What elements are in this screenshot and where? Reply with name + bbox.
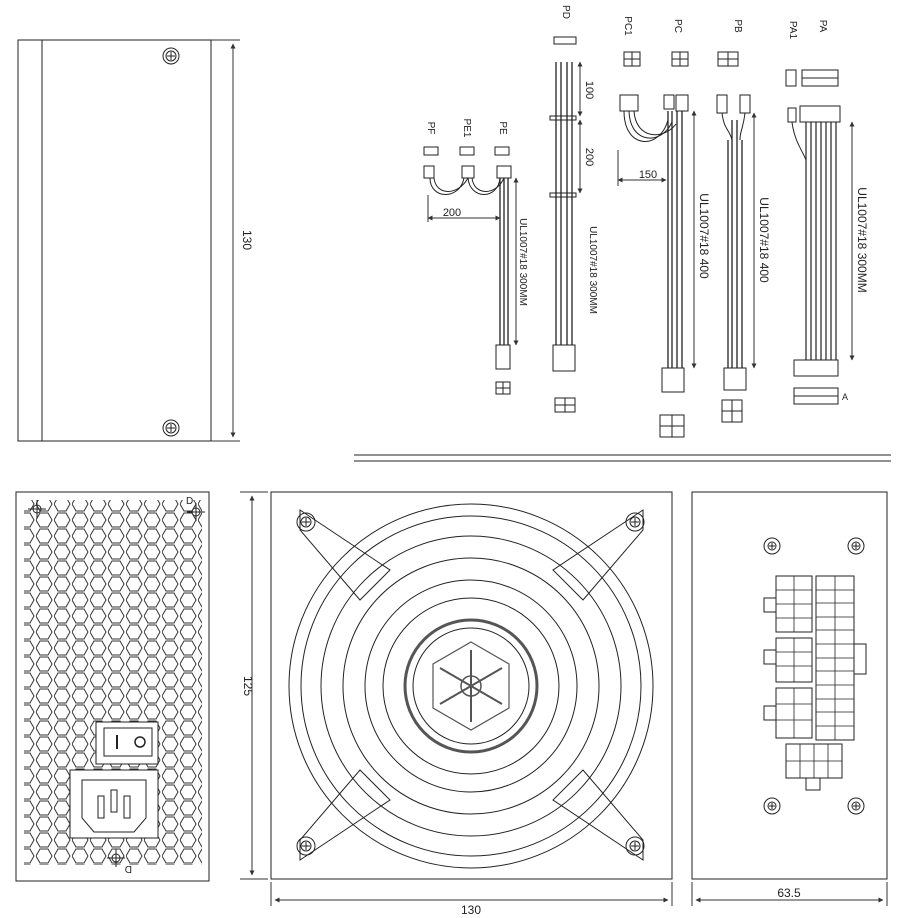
- fan-guard-arm: [552, 509, 644, 601]
- connector-icon: [423, 165, 435, 179]
- pc-wire-spec: UL1007#18 400: [697, 193, 711, 279]
- connector-icon: [423, 146, 439, 156]
- pe-split-dim-label: 200: [443, 207, 461, 219]
- fan-panel-outline: [270, 491, 673, 880]
- screw-icon: [162, 419, 180, 437]
- connector-icon: [495, 344, 511, 370]
- pa-wire-spec: UL1007#18 300MM: [855, 187, 869, 292]
- inlet-pin-icon: [123, 795, 131, 819]
- back-panel: [15, 491, 210, 882]
- connector-icon: [619, 94, 639, 112]
- fan-width-dimension: [270, 882, 673, 906]
- cable-pc-group: [617, 51, 697, 438]
- screw-icon: [296, 836, 316, 856]
- mount-hole-icon: [107, 849, 125, 867]
- fan-guard-ring: [288, 503, 654, 869]
- screw-icon: [847, 797, 865, 815]
- fan-height-dimension: [240, 491, 268, 880]
- screw-icon: [763, 797, 781, 815]
- connector-icon: [661, 367, 685, 393]
- side-height-dimension: [211, 39, 240, 442]
- cable-pa-group: [785, 69, 855, 405]
- back-panel-outline: [15, 491, 210, 882]
- cable-label-pe1: PE1: [461, 119, 472, 138]
- connector-icon: [553, 36, 577, 45]
- inlet-pin-icon: [97, 795, 105, 819]
- cable-label-pb: PB: [732, 19, 743, 33]
- modular-panel-outline: [691, 491, 888, 880]
- cable-label-pa1: PA1: [787, 21, 798, 40]
- fan-guard-arm: [299, 509, 391, 601]
- pd-seg1-label: 100: [583, 81, 595, 99]
- cable-pd-group: [549, 36, 583, 413]
- iec-inlet-icon: [81, 779, 147, 833]
- pc-split-label: 150: [639, 169, 657, 181]
- fan-height-label: 125: [241, 676, 255, 696]
- connector-icon: [723, 367, 747, 391]
- screw-icon: [162, 47, 180, 65]
- cable-label-pd: PD: [560, 5, 571, 19]
- section-divider: [354, 454, 891, 462]
- modular-panel: [691, 491, 888, 906]
- cable-label-pc: PC: [672, 19, 683, 33]
- connector-icon: [799, 105, 841, 123]
- connector-icon: [663, 94, 675, 110]
- connector-icon: [552, 344, 576, 372]
- cable-label-pf: PF: [425, 122, 436, 135]
- cable-pe-group: [423, 146, 519, 395]
- mount-hole-icon: [187, 503, 205, 521]
- cable-pb-group: [716, 51, 757, 423]
- inlet-pin-icon: [110, 789, 118, 813]
- connector-icon: [459, 146, 475, 156]
- fan-view: [240, 491, 673, 906]
- switch-off-icon: [134, 736, 146, 748]
- connector-icon: [461, 165, 475, 179]
- side-view: [17, 39, 240, 442]
- screw-icon: [296, 512, 316, 532]
- pe-wire-spec: UL1007#18 300MM: [517, 218, 528, 306]
- modular-width-label: 63.5: [777, 886, 801, 900]
- pd-seg2-label: 200: [583, 148, 595, 166]
- power-switch: [103, 727, 153, 757]
- side-height-label: 130: [240, 230, 254, 250]
- fan-guard-arm: [552, 769, 644, 861]
- cable-label-pa: PA: [817, 20, 828, 33]
- screw-icon: [625, 512, 645, 532]
- side-panel-outline: [17, 39, 212, 442]
- back-marker-bottom: D: [125, 863, 132, 874]
- snowflake-logo-icon: [432, 641, 510, 731]
- modular-width-dimension: [691, 882, 888, 906]
- screw-icon: [625, 836, 645, 856]
- connector-icon: [716, 94, 728, 114]
- connector-icon: [739, 94, 751, 114]
- back-marker-top: D: [186, 496, 193, 507]
- connector-icon: [494, 146, 510, 156]
- fan-guard-arm: [299, 769, 391, 861]
- mount-hole-icon: [28, 500, 46, 518]
- pd-wire-spec: UL1007#18 300MM: [587, 226, 598, 314]
- fan-width-label: 130: [461, 903, 481, 917]
- connector-icon: [496, 165, 512, 179]
- cable-label-pc1: PC1: [622, 16, 633, 36]
- connector-icon: [793, 359, 839, 377]
- screw-icon: [763, 537, 781, 555]
- connector-icon: [787, 107, 797, 123]
- cable-label-pe: PE: [497, 121, 508, 135]
- connector-pin-icon: [785, 69, 797, 87]
- fan-hub-ring: [403, 618, 539, 754]
- pb-wire-spec: UL1007#18 400: [757, 197, 771, 283]
- connector-icon: [675, 94, 689, 112]
- pa-marker: A: [842, 392, 848, 402]
- screw-icon: [847, 537, 865, 555]
